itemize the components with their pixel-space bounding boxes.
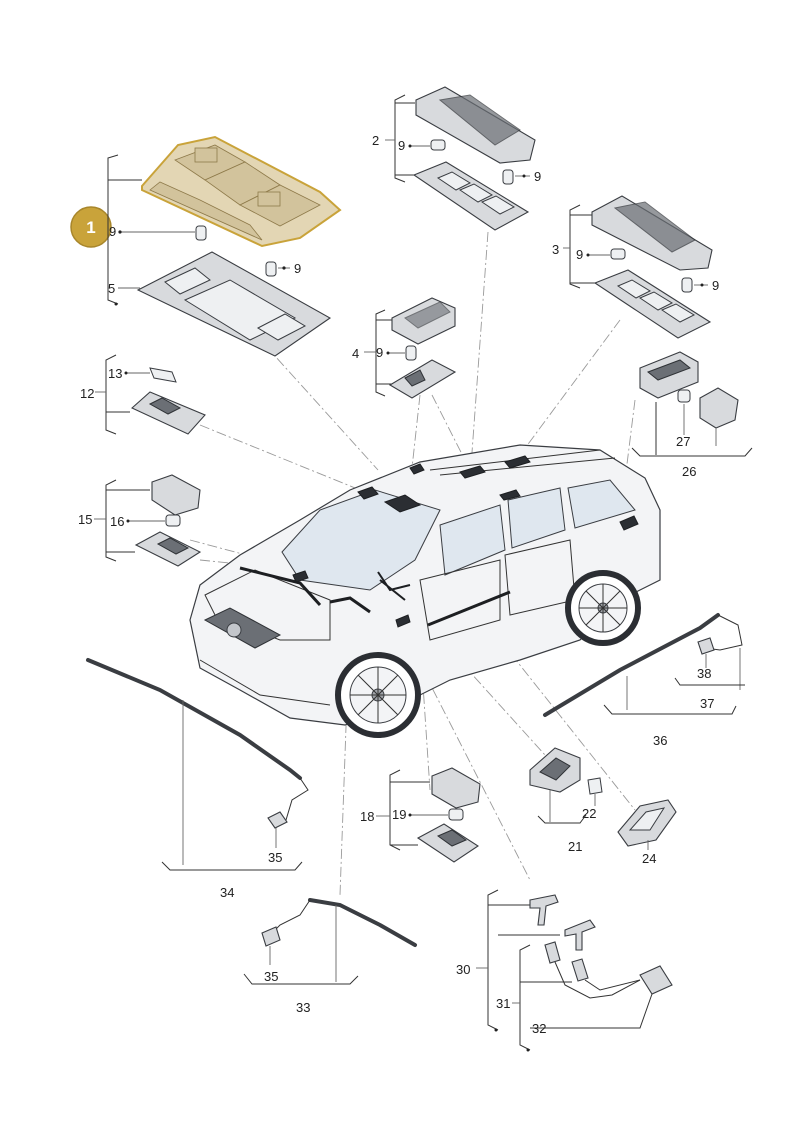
svg-text:5: 5 [108, 281, 115, 296]
part-24-lamp: 24 [617, 799, 677, 866]
svg-text:35: 35 [264, 969, 278, 984]
svg-text:34: 34 [220, 885, 234, 900]
svg-text:12: 12 [80, 386, 94, 401]
svg-text:18: 18 [360, 809, 374, 824]
part-30-harness: 30 31 32 [456, 889, 673, 1052]
part-15-lamp: 15 16 [78, 474, 202, 567]
part-4-lamp: 4 9 [352, 297, 457, 399]
svg-text:35: 35 [268, 850, 282, 865]
svg-text:4: 4 [352, 346, 359, 361]
svg-text:9: 9 [376, 345, 383, 360]
svg-text:9: 9 [534, 169, 541, 184]
part-26-lamp: 27 26 [631, 351, 753, 479]
svg-text:30: 30 [456, 962, 470, 977]
callout-1-9b: 9 [265, 261, 301, 277]
svg-text:9: 9 [398, 138, 405, 153]
svg-text:21: 21 [568, 839, 582, 854]
svg-text:16: 16 [110, 514, 124, 529]
svg-text:15: 15 [78, 512, 92, 527]
svg-text:33: 33 [296, 1000, 310, 1015]
svg-text:22: 22 [582, 806, 596, 821]
svg-text:13: 13 [108, 366, 122, 381]
part-3-reading-light: 3 9 9 [552, 195, 719, 339]
svg-text:9: 9 [109, 224, 116, 239]
vehicle-body [189, 444, 661, 738]
svg-text:32: 32 [532, 1021, 546, 1036]
svg-text:9: 9 [712, 278, 719, 293]
svg-text:2: 2 [372, 133, 379, 148]
svg-text:24: 24 [642, 851, 656, 866]
svg-text:36: 36 [653, 733, 667, 748]
svg-text:26: 26 [682, 464, 696, 479]
part-18-lamp: 18 19 [360, 767, 481, 863]
svg-text:27: 27 [676, 434, 690, 449]
svg-text:1: 1 [86, 218, 95, 237]
bracket-1 [107, 154, 142, 306]
svg-text:37: 37 [700, 696, 714, 711]
part-33-light-strip: 35 33 [243, 898, 417, 1015]
badge-1[interactable]: 1 [70, 206, 112, 248]
svg-text:19: 19 [392, 807, 406, 822]
svg-text:38: 38 [697, 666, 711, 681]
svg-text:31: 31 [496, 996, 510, 1011]
part-12-lamp: 12 13 [80, 354, 206, 435]
svg-text:9: 9 [294, 261, 301, 276]
part-2-reading-light: 2 9 9 [372, 86, 541, 231]
part-1-housing-highlighted[interactable] [141, 135, 342, 248]
svg-text:3: 3 [552, 242, 559, 257]
part-21-lamp: 22 21 [529, 747, 603, 854]
svg-text:9: 9 [576, 247, 583, 262]
part-5-cover-frame: 5 [108, 251, 332, 357]
part-34-light-strip: 35 34 [86, 658, 309, 900]
part-36-light-strip: 38 37 36 [543, 613, 745, 748]
callout-1-9: 9 [109, 224, 207, 241]
